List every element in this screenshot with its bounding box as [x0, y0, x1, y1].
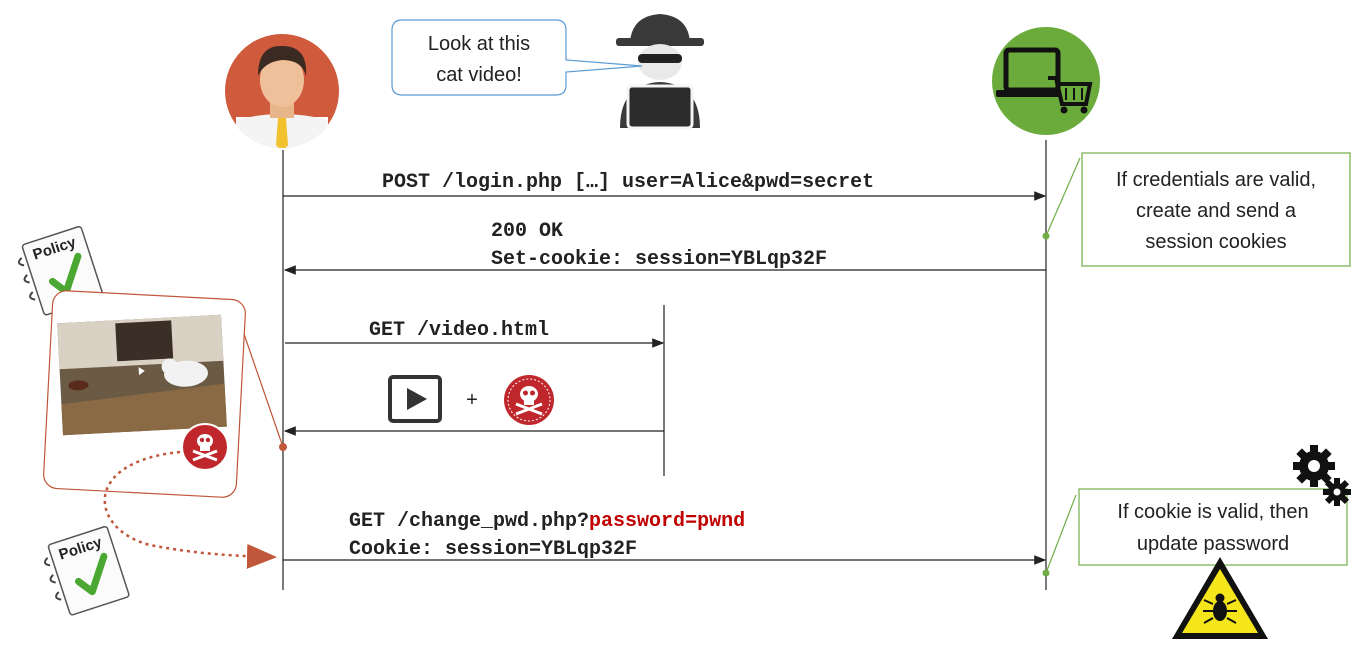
skull-icon — [504, 375, 554, 425]
csrf-request-param: password=pwnd — [589, 510, 745, 533]
server-login-note-line-3: session cookies — [1145, 231, 1286, 253]
policy-notebook-icon-2: Policy — [43, 526, 130, 616]
login-request-label: POST /login.php […] user=Alice&pwd=secre… — [382, 171, 874, 194]
user-avatar-icon — [225, 34, 339, 148]
hacker-icon — [616, 14, 704, 130]
attack-trigger-dot — [279, 443, 287, 451]
csrf-request-cookie: Cookie: session=YBLqp32F — [349, 538, 637, 561]
login-response-status: 200 OK — [491, 220, 563, 243]
speech-line-1: Look at this — [428, 33, 530, 55]
server-login-note: If credentials are valid, create and sen… — [1042, 152, 1351, 267]
attack-trigger-line — [243, 333, 284, 448]
speech-bubble: Look at this cat video! — [391, 19, 643, 96]
video-request-label: GET /video.html — [369, 319, 549, 342]
login-response-cookie: Set-cookie: session=YBLqp32F — [491, 248, 827, 271]
shop-server-icon — [992, 27, 1100, 135]
speech-line-2: cat video! — [436, 64, 522, 86]
attack-path — [103, 450, 277, 569]
server-login-note-line-2: create and send a — [1136, 200, 1297, 222]
server-change-note: If cookie is valid, then update password — [1042, 488, 1348, 577]
play-icon — [388, 375, 442, 423]
video-skull-icon — [181, 423, 229, 471]
csrf-request-label: GET /change_pwd.php?password=pwnd — [349, 510, 745, 533]
bug-warning-icon — [1172, 557, 1268, 639]
server-login-note-line-1: If credentials are valid, — [1116, 169, 1316, 191]
server-change-note-line-2: update password — [1137, 533, 1289, 555]
video-thumbnail — [57, 314, 227, 436]
server-change-note-line-1: If cookie is valid, then — [1117, 501, 1308, 523]
video-response-plus: + — [466, 389, 478, 411]
csrf-request-prefix: GET /change_pwd.php? — [349, 510, 589, 533]
